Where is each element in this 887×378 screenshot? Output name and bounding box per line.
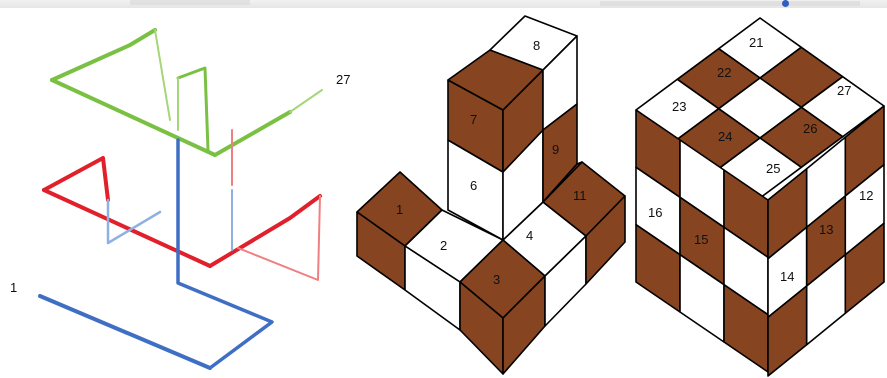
path-layer-red: [44, 130, 320, 280]
cube-label-25: 25: [766, 161, 780, 176]
checker-cube: [636, 18, 884, 376]
tower-label-8: 8: [533, 38, 540, 53]
cube-label-12: 12: [859, 188, 873, 203]
cube-label-21: 21: [749, 35, 763, 50]
tower-label-4: 4: [526, 228, 533, 243]
cube-label-16: 16: [648, 205, 662, 220]
cube-label-13: 13: [819, 222, 833, 237]
tower-label-2: 2: [440, 238, 447, 253]
path-end-label: 27: [336, 72, 350, 87]
path-diagram: 1 27: [10, 30, 350, 368]
tower-diagram: 1 2 3 4 6 7 8 9 11: [357, 16, 625, 374]
path-start-label: 1: [10, 280, 17, 295]
path-layer-green: [52, 30, 322, 155]
tower-label-11: 11: [573, 188, 587, 203]
cube-label-14: 14: [780, 269, 794, 284]
tower-label-6: 6: [470, 178, 477, 193]
cube-label-24: 24: [718, 129, 732, 144]
cube-label-23: 23: [672, 99, 686, 114]
tower-label-9: 9: [552, 142, 559, 157]
cube-label-26: 26: [803, 121, 817, 136]
tower-label-7: 7: [470, 112, 477, 127]
tower-label-3: 3: [493, 272, 500, 287]
cube-label-15: 15: [694, 232, 708, 247]
tower-label-1: 1: [396, 202, 403, 217]
cube-label-22: 22: [717, 65, 731, 80]
cube-label-27: 27: [837, 83, 851, 98]
